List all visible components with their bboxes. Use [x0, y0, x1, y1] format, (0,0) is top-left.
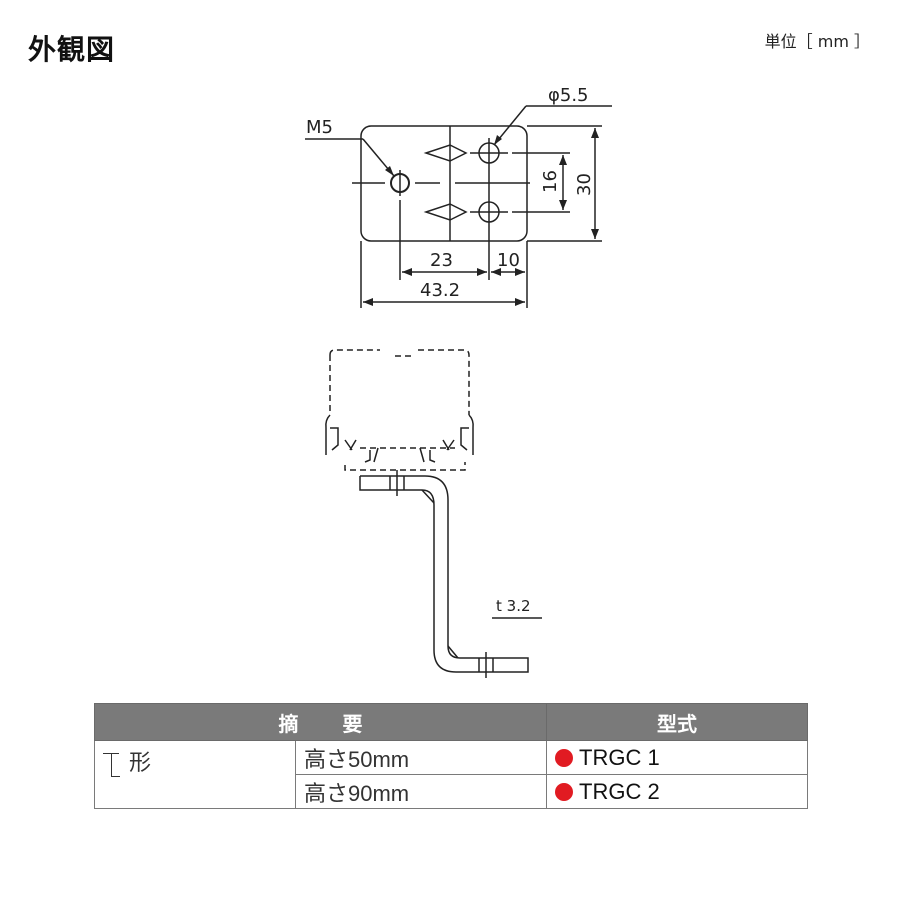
header-summary: 摘要 — [94, 703, 547, 741]
height-cell: 高さ90mm — [295, 774, 547, 809]
model-cell: TRGC 1 — [546, 740, 808, 775]
model-cell: TRGC 2 — [546, 774, 808, 809]
spec-table: 摘要 型式 形 高さ50mm TRGC 1 高さ90mm TRGC 2 — [94, 703, 808, 809]
technical-drawing: M5 φ5.5 16 30 23 10 43.2 t 3.2 — [305, 85, 612, 678]
height-cell: 高さ50mm — [295, 740, 547, 775]
table-row: 高さ90mm TRGC 2 — [95, 774, 808, 809]
unit-label: 単位［ mm ］ — [764, 32, 870, 51]
height-label: 30 — [574, 173, 595, 196]
hole-diameter-label: φ5.5 — [548, 85, 589, 106]
bracket-shape-icon — [103, 752, 120, 777]
header-model: 型式 — [546, 703, 808, 741]
thickness-label: t 3.2 — [496, 597, 531, 615]
thread-label: M5 — [306, 117, 333, 138]
offset-a-label: 23 — [430, 250, 453, 271]
shape-cell: 形 — [94, 740, 296, 809]
pitch-label: 16 — [540, 170, 561, 193]
red-dot-icon — [555, 748, 573, 767]
table-row: 形 高さ50mm TRGC 1 — [94, 740, 808, 809]
total-width-label: 43.2 — [420, 280, 460, 301]
page-title: 外観図 — [28, 33, 116, 66]
red-dot-icon — [555, 782, 573, 801]
offset-b-label: 10 — [497, 250, 520, 271]
